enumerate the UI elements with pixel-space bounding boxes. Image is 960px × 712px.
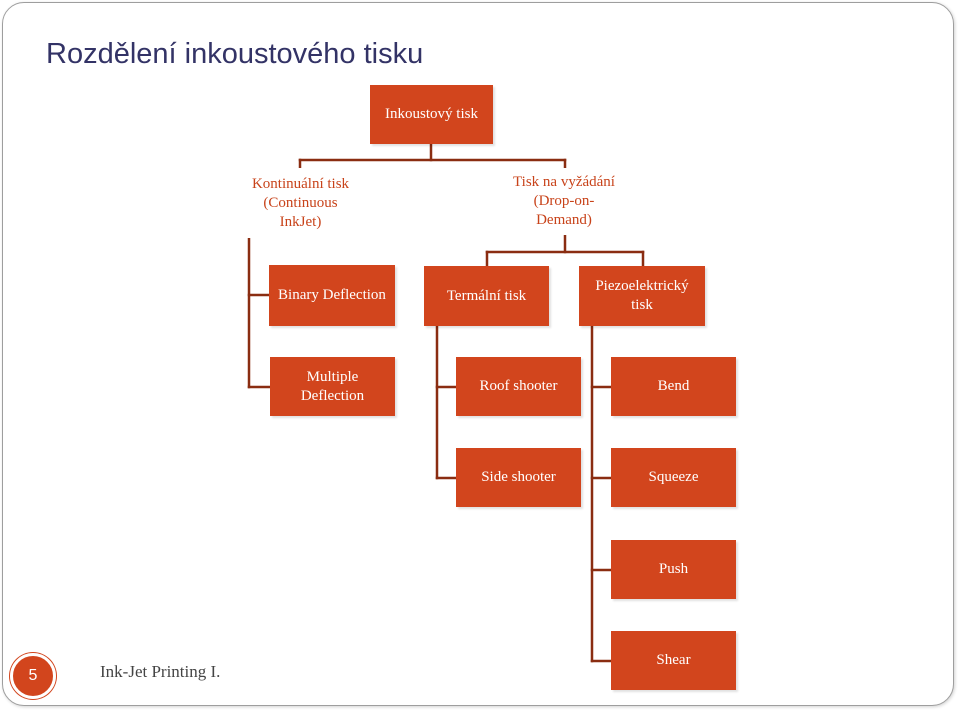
node-multiple-deflection: Multiple Deflection [270, 357, 395, 416]
node-binary-deflection: Binary Deflection [269, 265, 395, 326]
node-roof-shooter: Roof shooter [456, 357, 581, 416]
node-bend: Bend [611, 357, 736, 416]
node-side-shooter: Side shooter [456, 448, 581, 507]
page-number: 5 [28, 667, 38, 684]
slide-title: Rozdělení inkoustového tisku [46, 38, 424, 70]
node-kontinualni-tisk: Kontinuální tisk (Continuous InkJet) [237, 168, 364, 238]
node-squeeze: Squeeze [611, 448, 736, 507]
node-inkoustovy-tisk: Inkoustový tisk [370, 85, 493, 144]
node-push: Push [611, 540, 736, 599]
node-piezoelektricky-tisk: Piezoelektrický tisk [579, 266, 705, 326]
node-termalni-tisk: Termální tisk [424, 266, 549, 326]
node-tisk-na-vyzadani: Tisk na vyžádání (Drop-on- Demand) [502, 168, 626, 235]
footer-text: Ink-Jet Printing I. [100, 662, 221, 681]
node-shear: Shear [611, 631, 736, 690]
page-number-badge: 5 [10, 653, 56, 699]
